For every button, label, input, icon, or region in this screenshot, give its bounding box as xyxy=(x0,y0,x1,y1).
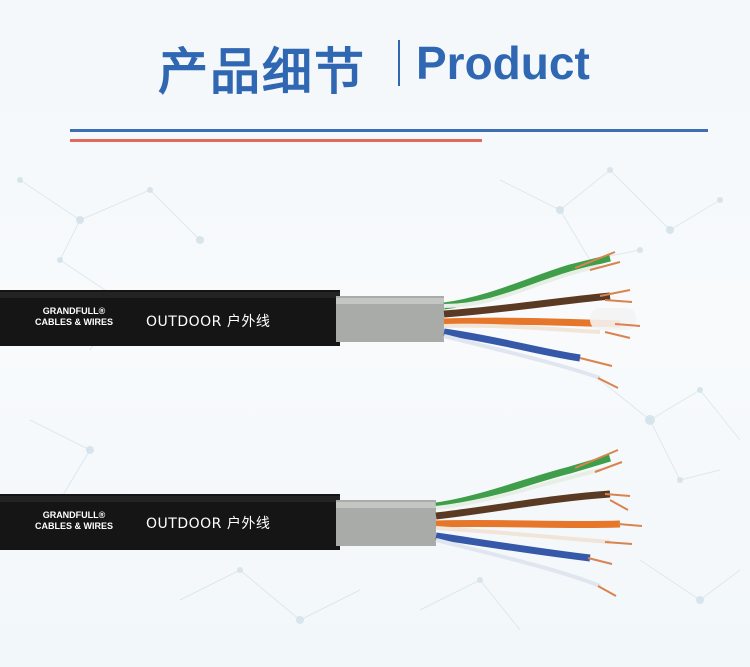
header-rule-red xyxy=(70,139,482,142)
header-rule-blue xyxy=(70,129,708,132)
brand-line-2: CABLES & WIRES xyxy=(34,317,113,327)
brand-line-1: GRANDFULL® xyxy=(42,306,106,316)
page-header: 产品细节 Product xyxy=(0,22,750,122)
title-english: Product xyxy=(416,37,590,89)
cable-image-top: GRANDFULL® CABLES & WIRES OUTDOOR 户外线 xyxy=(0,240,750,389)
cable-print-text: OUTDOOR 户外线 xyxy=(146,516,271,532)
title-chinese: 产品细节 xyxy=(158,43,366,101)
cable-print-text: OUTDOOR 户外线 xyxy=(146,314,271,330)
title-separator xyxy=(398,40,400,86)
cable-brand: GRANDFULL® CABLES & WIRES xyxy=(26,306,122,328)
brand-line-2: CABLES & WIRES xyxy=(34,521,113,531)
cable-drawing xyxy=(0,251,641,389)
brand-line-1: GRANDFULL® xyxy=(42,510,106,520)
cable-drawing xyxy=(0,449,643,597)
cable-brand: GRANDFULL® CABLES & WIRES xyxy=(26,510,122,532)
cable-image-bottom: GRANDFULL® CABLES & WIRES OUTDOOR 户外线 xyxy=(0,440,750,597)
